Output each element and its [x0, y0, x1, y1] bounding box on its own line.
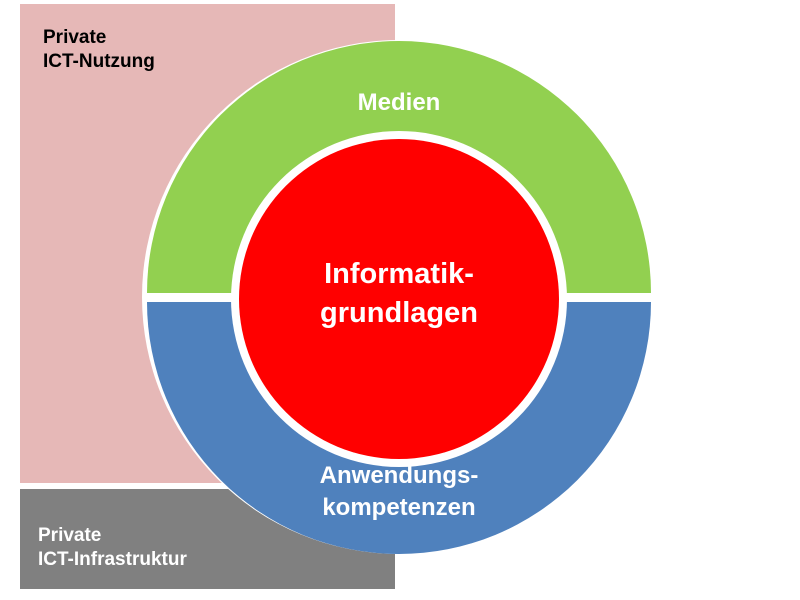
core-label-line2: grundlagen	[320, 297, 478, 329]
private-usage-line2: ICT-Nutzung	[43, 51, 155, 72]
private-infra-line2: ICT-Infrastruktur	[38, 549, 187, 570]
private-usage-line1: Private	[43, 27, 107, 48]
private-infra-line1: Private	[38, 525, 102, 546]
application-label-line1: Anwendungs-	[320, 462, 479, 489]
private-ict-usage-label: Private ICT-Nutzung	[43, 26, 155, 74]
informatics-core-circle	[239, 139, 559, 459]
private-ict-infrastructure-label: Private ICT-Infrastruktur	[38, 524, 187, 572]
core-label-line1: Informatik-	[324, 258, 474, 290]
media-label: Medien	[358, 89, 441, 116]
application-label-line2: kompetenzen	[322, 494, 475, 521]
